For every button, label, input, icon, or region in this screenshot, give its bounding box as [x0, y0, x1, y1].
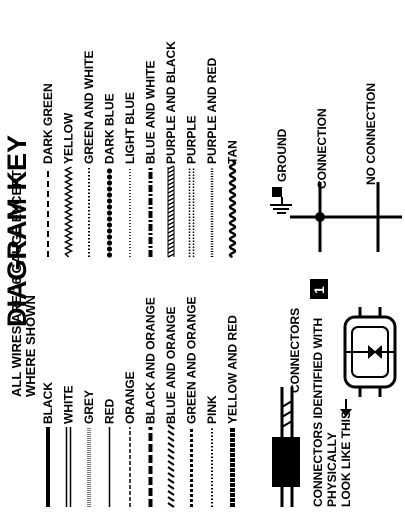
physical-connector-icon: [343, 307, 397, 397]
wire-label-blue-white: BLUE AND WHITE: [144, 60, 158, 164]
wire-label-green-white: GREEN AND WHITE: [82, 50, 96, 164]
wire-legend-item-orange: ORANGE: [123, 371, 137, 507]
wire-label-red: RED: [103, 398, 117, 424]
wire-legend-item-green-white: GREEN AND WHITE: [82, 50, 96, 257]
wire-legend-item-purple-black: PURPLE AND BLACK: [164, 41, 178, 258]
ground-icon: [270, 187, 292, 214]
wire-swatch-blue-orange: [167, 424, 175, 508]
arrow-icon: [340, 399, 352, 417]
wire-label-orange: ORANGE: [123, 371, 137, 424]
connectors-label: CONNECTORS: [288, 308, 302, 393]
wire-legend-item-purple: PURPLE: [185, 115, 199, 257]
wire-label-purple-black: PURPLE AND BLACK: [164, 41, 178, 164]
wire-label-tan: TAN: [226, 140, 240, 164]
wire-gauge-note: ALL WIRES ARE 16 GAUGE EXCEPT: [9, 170, 24, 397]
wire-legend-item-dark-green: DARK GREEN: [41, 83, 55, 257]
no-connection-label: NO CONNECTION: [364, 83, 378, 185]
wire-legend-item-yellow-red: YELLOW AND RED: [226, 315, 240, 507]
wire-label-dark-blue: DARK BLUE: [103, 93, 117, 164]
wire-label-black-orange: BLACK AND ORANGE: [144, 297, 158, 424]
wire-legend-item-yellow: YELLOW: [62, 112, 76, 258]
wire-legend-item-grey: GREY: [82, 390, 96, 507]
wire-legend-item-black: BLACK: [41, 382, 55, 507]
connector-badge-number: 1: [311, 286, 327, 294]
wire-legend-left: BLACK WHITE GREY RED ORANGE BLACK AND ORANGE B…: [41, 296, 240, 508]
connector-symbol: [272, 387, 300, 507]
wire-swatch-purple: [188, 167, 195, 257]
wire-label-white: WHITE: [62, 385, 76, 424]
wire-legend-item-black-orange: BLACK AND ORANGE: [144, 297, 158, 507]
wire-label-black: BLACK: [41, 382, 55, 424]
wire-gauge-note-continued: WHERE SHOWN: [23, 295, 38, 397]
wire-legend-item-light-blue: LIGHT BLUE: [123, 92, 137, 257]
wire-legend-right: DARK GREEN YELLOW GREEN AND WHITE DARK BLUE…: [41, 41, 240, 259]
wire-legend-item-blue-white: BLUE AND WHITE: [144, 60, 158, 257]
wire-legend-item-dark-blue: DARK BLUE: [103, 93, 117, 258]
ground-label: GROUND: [275, 128, 289, 182]
wire-label-green-orange: GREEN AND ORANGE: [185, 296, 199, 424]
wire-legend-item-blue-orange: BLUE AND ORANGE: [164, 306, 178, 508]
wire-legend-item-red: RED: [103, 398, 117, 507]
wire-swatch-purple-black: [167, 165, 175, 258]
no-connection-symbol: [352, 182, 402, 252]
wire-label-light-blue: LIGHT BLUE: [123, 92, 137, 164]
wire-legend-item-green-orange: GREEN AND ORANGE: [185, 296, 199, 507]
wire-legend-item-tan: TAN: [226, 140, 240, 259]
wire-label-purple: PURPLE: [185, 115, 199, 164]
connectors-note-line3: LOOK LIKE THIS: [339, 411, 353, 507]
wire-label-blue-orange: BLUE AND ORANGE: [164, 306, 178, 424]
wire-label-yellow-red: YELLOW AND RED: [226, 315, 240, 424]
connector-badge-box: [310, 279, 328, 299]
wire-label-yellow: YELLOW: [62, 112, 76, 164]
wire-swatch-dark-blue: [106, 168, 113, 258]
wire-legend-item-purple-red: PURPLE AND RED: [205, 57, 219, 257]
wire-swatch-yellow-red: [230, 428, 235, 507]
wire-swatch-yellow: [63, 166, 74, 258]
wire-legend-item-white: WHITE: [62, 385, 76, 507]
connection-label: CONNECTION: [315, 108, 329, 189]
wire-swatch-tan: [228, 159, 237, 259]
connection-symbol: [290, 182, 352, 252]
wire-label-dark-green: DARK GREEN: [41, 83, 55, 164]
diagram-key-title: DIAGRAM KEY: [2, 135, 32, 327]
connectors-note-line1: CONNECTORS IDENTIFIED WITH: [311, 318, 325, 507]
wire-label-pink: PINK: [205, 395, 219, 424]
wire-label-purple-red: PURPLE AND RED: [205, 57, 219, 164]
wire-label-grey: GREY: [82, 390, 96, 424]
wire-swatch-white: [65, 427, 72, 507]
connectors-note-line2: PHYSICALLY: [325, 432, 339, 507]
wire-legend-item-pink: PINK: [205, 395, 219, 507]
